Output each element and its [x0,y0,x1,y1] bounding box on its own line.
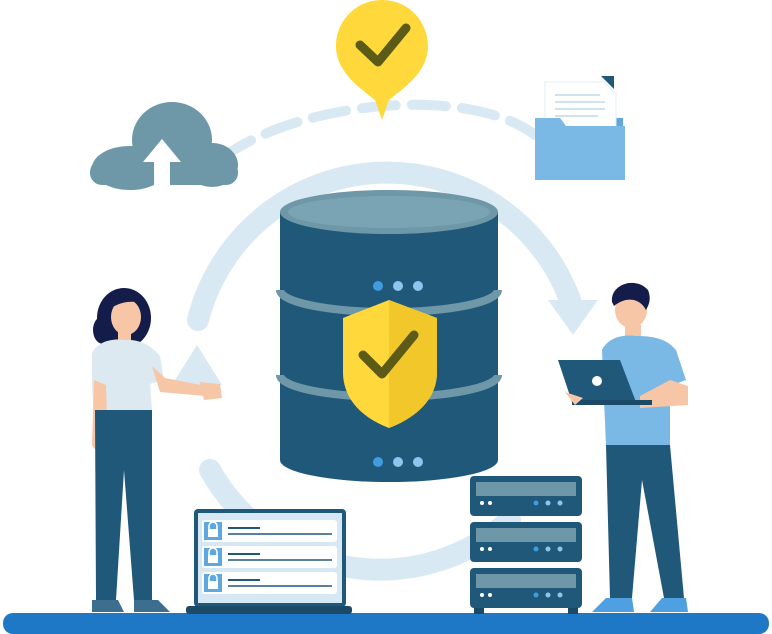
folder-document-icon [535,76,625,180]
ground-bar [3,613,769,634]
woman-figure [92,288,222,612]
locked-entry [202,572,337,594]
ring-arrow-right [548,300,598,335]
locked-entry [202,520,337,542]
shield-check-icon [343,300,437,428]
cloud-upload-icon [90,102,238,198]
locked-entry [202,546,337,568]
server-rack-icon [470,476,582,614]
laptop-icon [186,509,352,614]
location-check-icon [336,0,428,120]
man-figure [558,282,688,612]
dashed-sync-arc [217,99,540,163]
ring-arrow-left [172,345,222,385]
